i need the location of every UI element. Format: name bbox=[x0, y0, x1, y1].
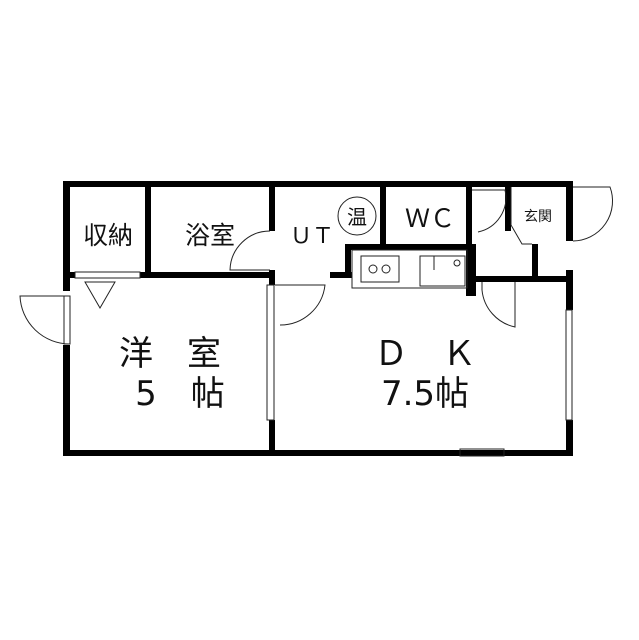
kitchen-counter bbox=[351, 249, 468, 289]
walls bbox=[63, 181, 573, 456]
door-swings bbox=[19, 186, 614, 345]
water-heater-icon bbox=[337, 196, 377, 236]
label-utility: ＵＴ bbox=[290, 224, 334, 249]
label-western-room: 洋 室 bbox=[119, 334, 221, 374]
label-water-heater: 温 bbox=[347, 205, 367, 229]
label-toilet: ＷＣ bbox=[405, 204, 455, 233]
label-storage: 収納 bbox=[83, 221, 133, 250]
label-bathroom: 浴室 bbox=[185, 221, 235, 250]
sink-icon bbox=[419, 255, 466, 287]
label-western-room-size: 5 帖 bbox=[135, 374, 225, 414]
label-entrance: 玄関 bbox=[524, 208, 552, 225]
label-dining-kitchen: Ｄ Ｋ bbox=[374, 334, 476, 374]
stove-icon bbox=[360, 255, 400, 283]
label-dining-kitchen-size: 7.5帖 bbox=[381, 374, 469, 414]
